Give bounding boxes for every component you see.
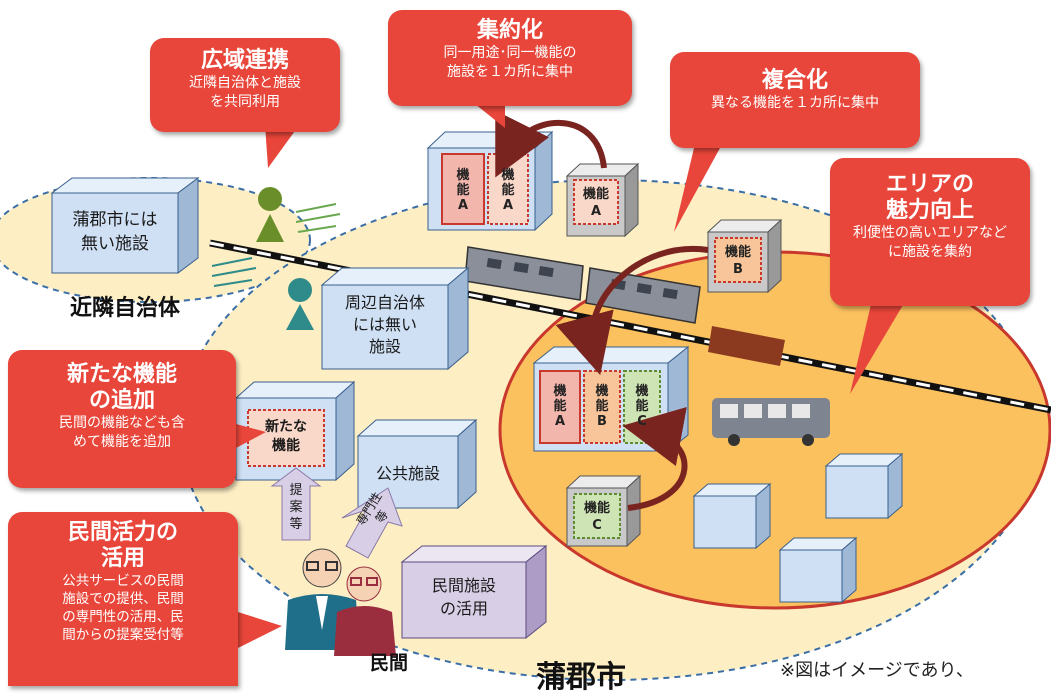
- callout-title: 広域連携: [200, 48, 289, 73]
- callout-title: 民間活力の 活用: [67, 520, 178, 571]
- private-label: 民間: [370, 652, 409, 674]
- callout-desc: 公共サービスの民間 施設での提供、民間 の専門性の活用、民 間からの提案受付等: [62, 573, 184, 643]
- callout-private-vitality: 民間活力の 活用 公共サービスの民間 施設での提供、民間 の専門性の活用、民 間…: [8, 512, 238, 686]
- complex-arrow-c: [622, 407, 688, 511]
- callout-title: エリアの 魅力向上: [885, 172, 974, 223]
- private-facility-building: [400, 544, 548, 640]
- function-a-label: 機 能 A: [456, 168, 470, 213]
- function-a-building: [565, 162, 640, 238]
- function-c-building: [565, 474, 642, 548]
- function-c-label: 機 能 C: [635, 384, 649, 429]
- bus-icon: [712, 398, 830, 446]
- callout-complex: 複合化 異なる機能を１カ所に集中: [670, 52, 920, 148]
- city-label: 蒲郡市: [536, 660, 626, 695]
- callout-area-appeal: エリアの 魅力向上 利便性の高いエリアなど に施設を集約: [830, 158, 1030, 306]
- function-a-label: 機 能 A: [553, 384, 567, 429]
- proposal-arrow-label: 提 案 等: [289, 483, 303, 532]
- consolidation-arrow: [495, 110, 607, 178]
- callout-title: 集約化: [476, 18, 543, 43]
- businessman-icon: [285, 548, 360, 650]
- neighbor-label: 近隣自治体: [70, 296, 181, 321]
- function-b-label: 機能 B: [724, 245, 751, 277]
- callout-consolidation: 集約化 同一用途･同一機能の 施設を１カ所に集中: [388, 10, 632, 106]
- no-facility-building: [50, 177, 200, 274]
- callout-wide-area: 広域連携 近隣自治体と施設 を共同利用: [150, 38, 340, 132]
- function-a-label: 機 能 A: [501, 168, 515, 213]
- person-icon: [256, 187, 284, 242]
- new-function-label: 新たな 機能: [265, 419, 307, 454]
- callout-new-function: 新たな機能 の追加 民間の機能なども含 めて機能を追加: [8, 350, 236, 488]
- callout-title: 複合化: [761, 68, 828, 93]
- building-icon: [824, 452, 904, 520]
- proposal-arrow: [270, 467, 322, 541]
- public-facility-building: [356, 418, 478, 510]
- callout-title: 新たな機能 の追加: [66, 362, 177, 413]
- callout-desc: 民間の機能なども含 めて機能を追加: [59, 415, 185, 450]
- callout-desc: 利便性の高いエリアなど に施設を集約: [853, 225, 1007, 260]
- function-b-building: [706, 218, 783, 294]
- no-facility-gamagori-label: 蒲郡市には 無い施設: [72, 210, 158, 254]
- businesswoman-icon: [334, 566, 396, 656]
- person-icon: [286, 278, 314, 330]
- building-icon: [692, 482, 772, 550]
- private-use-label: 民間施設 の活用: [431, 576, 496, 618]
- expertise-arrow: [341, 487, 403, 559]
- function-b-label: 機 能 B: [595, 384, 609, 429]
- complex-arrow-b: [555, 245, 709, 376]
- note-text: ※図はイメージであり、: [780, 660, 974, 681]
- callout-desc: 近隣自治体と施設 を共同利用: [189, 75, 301, 110]
- public-facility-label: 公共施設: [375, 464, 440, 483]
- function-c-label: 機能 C: [583, 501, 610, 533]
- callout-desc: 異なる機能を１カ所に集中: [711, 95, 879, 111]
- no-facility-neighbors-label: 周辺自治体 には無い 施設: [344, 293, 425, 356]
- function-a-label: 機能 A: [582, 187, 609, 219]
- building-icon: [778, 536, 858, 604]
- callout-desc: 同一用途･同一機能の 施設を１カ所に集中: [443, 45, 577, 80]
- neighbor-no-facility-building: [320, 266, 470, 371]
- station-icon: [708, 326, 785, 366]
